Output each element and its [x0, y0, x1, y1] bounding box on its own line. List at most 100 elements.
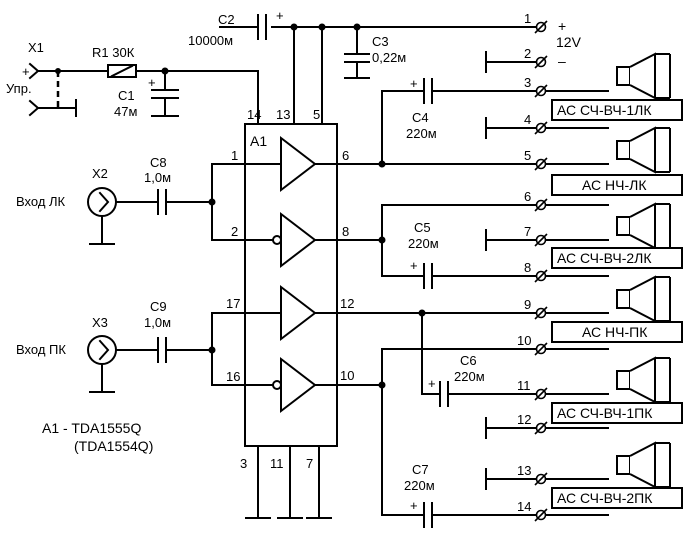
out-pin6-wiring: [336, 78, 538, 165]
out-pin10-wiring: [336, 348, 538, 528]
chip-caption-line1: A1 - TDA1555Q: [42, 420, 141, 436]
c1-value: 47м: [114, 104, 137, 119]
pin-6: 6: [342, 148, 349, 163]
amp-2-triangle: [280, 211, 317, 269]
capacitor-c1: [151, 70, 179, 117]
capacitor-c2: [257, 14, 267, 40]
pin-10: 10: [340, 368, 354, 383]
ic-a1-body: [244, 123, 338, 447]
speaker-5-label: АС СЧ-ВЧ-1ПК: [557, 405, 653, 421]
speaker-3-label: АС СЧ-ВЧ-2ЛК: [557, 250, 652, 266]
x1-ref: X1: [28, 40, 44, 55]
terminal-9-label: 9: [524, 297, 531, 312]
terminal-14-label: 14: [517, 499, 531, 514]
terminal-5-label: 5: [524, 148, 531, 163]
ic-a1-ref: A1: [250, 133, 267, 149]
speaker-3-icon: [616, 203, 671, 249]
speaker-1-label: АС СЧ-ВЧ-1ЛК: [557, 102, 652, 118]
c6-value: 220м: [454, 369, 485, 384]
speaker-1-icon: [616, 53, 671, 99]
c5-ref: C5: [414, 220, 431, 235]
c4-plus: +: [410, 76, 418, 91]
terminal-6-label: 6: [524, 189, 531, 204]
terminal-12-label: 12: [517, 412, 531, 427]
c7-plus: +: [410, 498, 418, 513]
c1-ref: C1: [118, 88, 135, 103]
connector-x3: [87, 335, 159, 393]
r1-label: R1 30К: [92, 45, 135, 60]
terminal-2-label: 2: [524, 46, 531, 61]
speaker-4-icon: [616, 276, 671, 322]
supply-minus: –: [558, 53, 566, 69]
input-right-label: Вход ПК: [16, 342, 66, 357]
c3-value: 0,22м: [372, 50, 406, 65]
c7-value: 220м: [404, 478, 435, 493]
upr-label: Упр.: [6, 81, 32, 96]
terminal-4-label: 4: [524, 112, 531, 127]
terminal-1-label: 1: [524, 11, 531, 26]
speaker-6-icon: [616, 442, 671, 488]
pin-5: 5: [313, 107, 320, 122]
c6-plus: +: [428, 376, 436, 391]
pin-2: 2: [231, 224, 238, 239]
terminal-10-label: 10: [517, 333, 531, 348]
c1-plus: +: [148, 75, 156, 90]
pin-12: 12: [340, 296, 354, 311]
pin-14: 14: [247, 107, 261, 122]
c8-value: 1,0м: [144, 170, 171, 185]
ic-ground-pins: [245, 445, 332, 519]
supply-plus: +: [558, 18, 566, 34]
c2-ref: C2: [218, 12, 235, 27]
amp-3-triangle: [280, 284, 317, 342]
pin-8: 8: [342, 224, 349, 239]
capacitor-c3: [344, 53, 370, 79]
pin-13: 13: [276, 107, 290, 122]
c7-ref: C7: [412, 462, 429, 477]
c6-ref: C6: [460, 353, 477, 368]
connector-x1: [28, 62, 109, 117]
c3-ref: C3: [372, 34, 389, 49]
terminal-3-label: 3: [524, 75, 531, 90]
connector-x2: [87, 187, 159, 245]
speaker-5-icon: [616, 357, 671, 403]
amp-2-invert-circle: [272, 235, 282, 245]
pin-1: 1: [231, 148, 238, 163]
amp-1-triangle: [280, 135, 317, 193]
c9-ref: C9: [150, 299, 167, 314]
amp-4-triangle: [280, 356, 317, 414]
capacitor-c9: [157, 337, 213, 363]
terminal-11-label: 11: [517, 378, 531, 393]
x1-plus: +: [22, 64, 30, 79]
chip-caption-line2: (TDA1554Q): [74, 438, 153, 454]
speaker-6-label: АС СЧ-ВЧ-2ПК: [557, 490, 653, 506]
out-pin12-wiring: [336, 312, 538, 407]
terminal-7-label: 7: [524, 224, 531, 239]
c5-value: 220м: [408, 236, 439, 251]
c8-ref: C8: [150, 155, 167, 170]
terminal-1: [534, 20, 548, 34]
pin-17: 17: [226, 296, 240, 311]
c9-value: 1,0м: [144, 315, 171, 330]
amp-4-invert-circle: [272, 380, 282, 390]
terminal-8-label: 8: [524, 260, 531, 275]
speaker-2-label: АС НЧ-ЛК: [582, 177, 647, 193]
c5-plus: +: [410, 258, 418, 273]
c2-value: 10000м: [188, 33, 233, 48]
supply-voltage: 12V: [556, 34, 582, 50]
capacitor-c8: [157, 189, 213, 215]
pin-7: 7: [306, 456, 313, 471]
pin-16: 16: [226, 369, 240, 384]
pin-11: 11: [270, 456, 284, 471]
speaker-4-label: АС НЧ-ПК: [582, 324, 648, 340]
supply-rail: [219, 26, 538, 125]
c4-value: 220м: [406, 126, 437, 141]
x3-ref: X3: [92, 315, 108, 330]
speaker-2-icon: [616, 127, 671, 173]
terminal-2: [534, 55, 548, 69]
input-left-label: Вход ЛК: [16, 194, 66, 209]
pin-3: 3: [240, 456, 247, 471]
c2-plus: +: [276, 8, 284, 23]
x2-ref: X2: [92, 166, 108, 181]
c4-ref: C4: [412, 110, 429, 125]
